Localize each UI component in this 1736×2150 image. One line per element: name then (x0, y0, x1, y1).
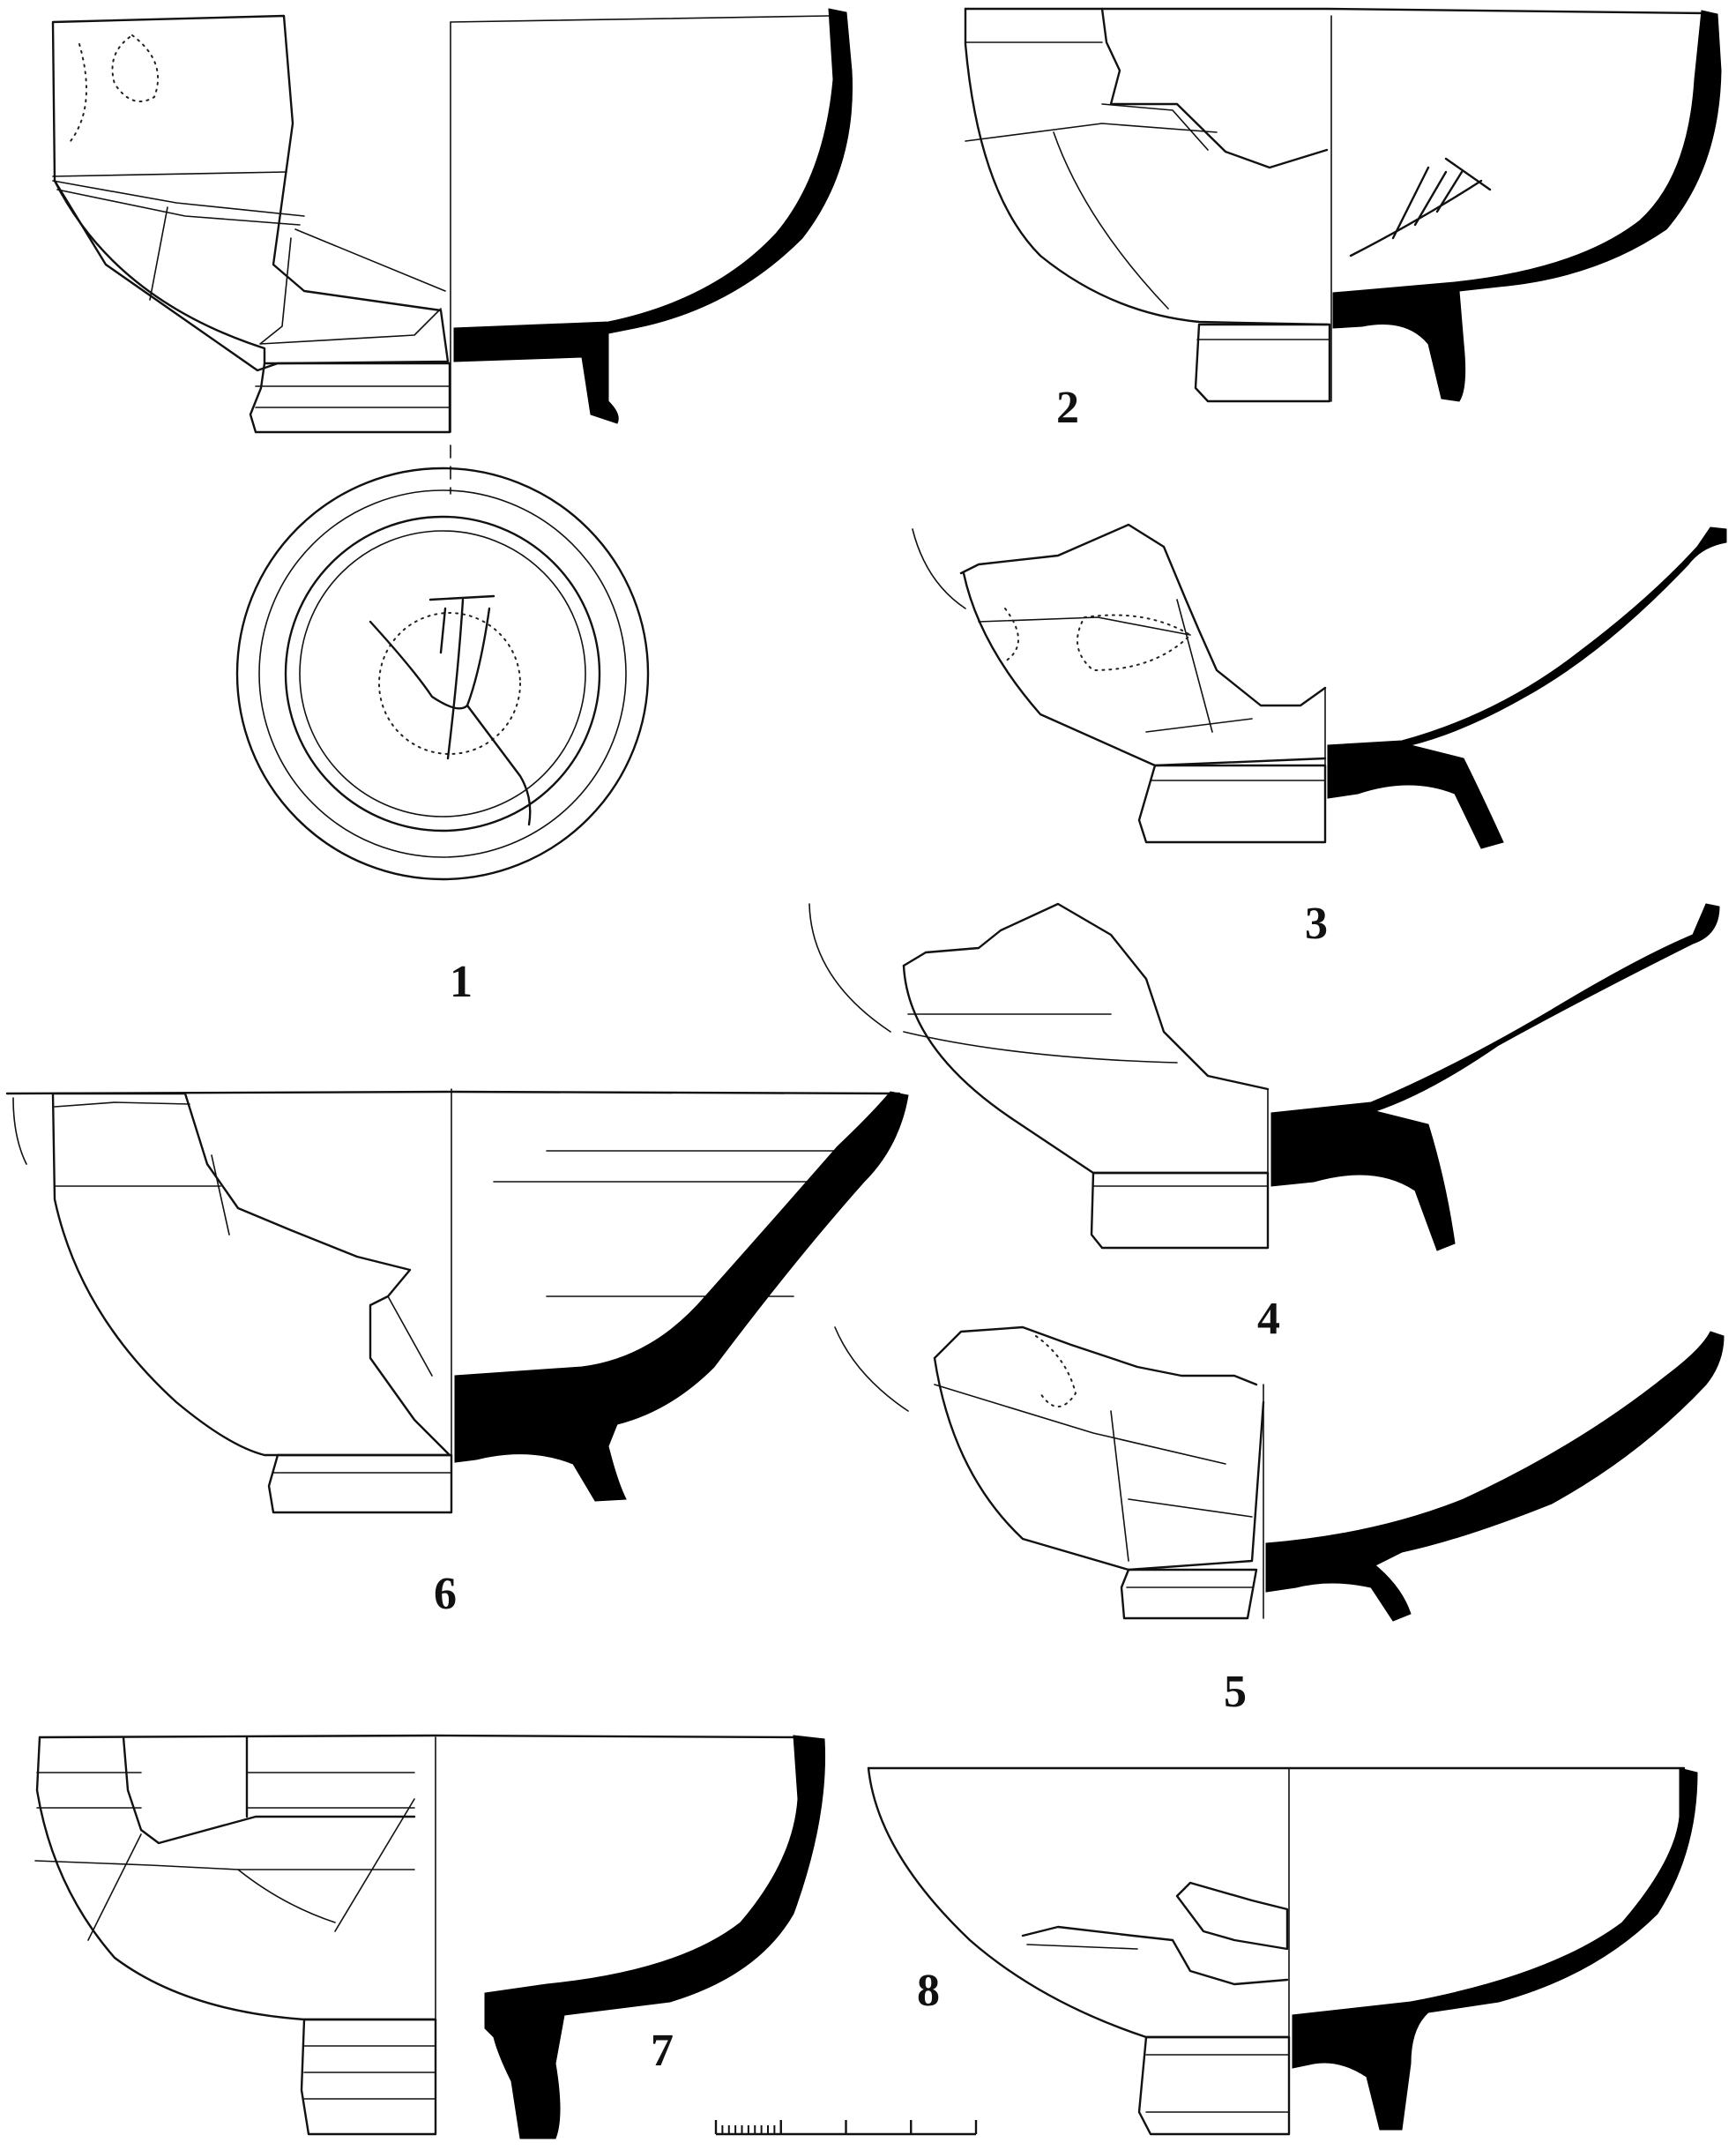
scale-bar (714, 2120, 978, 2136)
figure-label-6: 6 (434, 1569, 457, 1619)
figure-label-4: 4 (1257, 1294, 1280, 1344)
vessel-1 (51, 8, 853, 495)
figure-label-3: 3 (1305, 899, 1328, 949)
vessel-4 (808, 902, 1720, 1251)
figure-label-8: 8 (917, 1966, 940, 2016)
vessel-6 (5, 1088, 909, 1514)
figure-label-1: 1 (450, 957, 473, 1007)
vessel-5 (834, 1325, 1725, 1622)
figure-label-5: 5 (1224, 1667, 1247, 1717)
figure-label-7: 7 (651, 2026, 674, 2076)
vessel-7 (34, 1734, 826, 2139)
vessel-1-base-plan (235, 467, 650, 881)
vessel-8 (867, 1766, 1698, 2136)
vessel-3 (912, 523, 1727, 849)
figure-label-2: 2 (1056, 383, 1079, 433)
vessel-2 (964, 7, 1722, 403)
